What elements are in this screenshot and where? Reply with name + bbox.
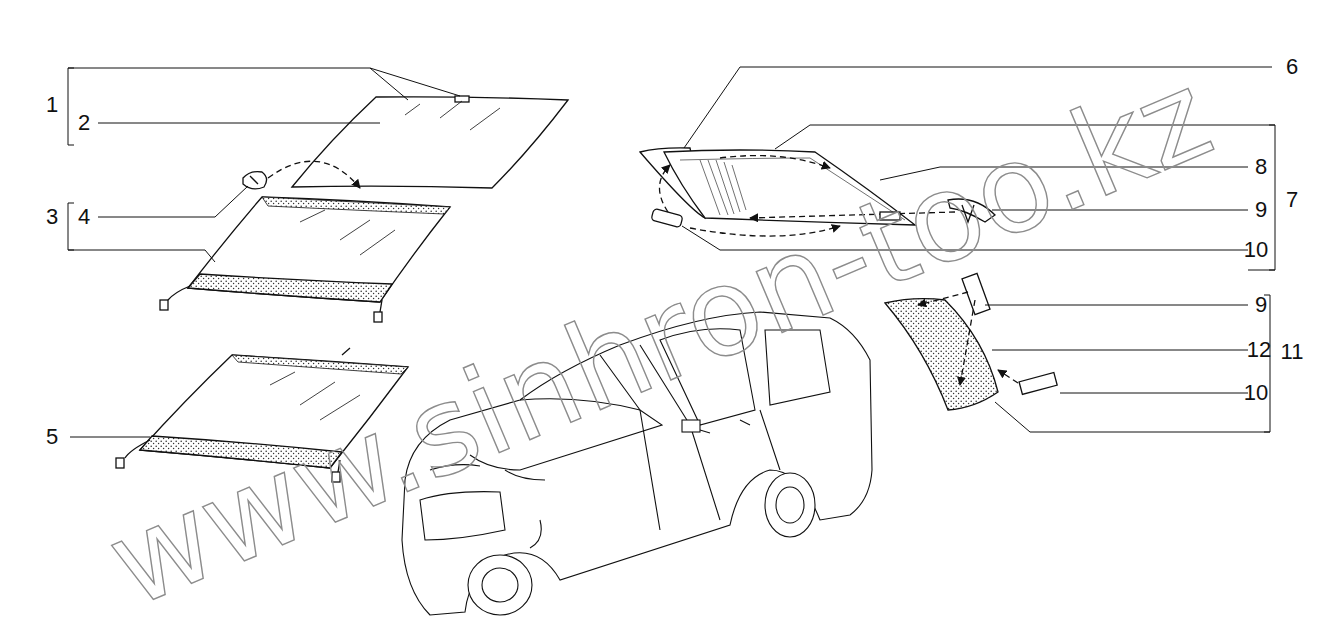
callout-number: 10	[1244, 382, 1268, 404]
callout-number: 6	[1286, 56, 1298, 78]
callout-number: 7	[1286, 189, 1298, 211]
callout-number: 4	[78, 206, 90, 228]
callout-number: 3	[46, 206, 58, 228]
callout-number: 10	[1244, 239, 1268, 261]
callout-number: 1	[46, 94, 58, 116]
callout-number: 2	[78, 112, 90, 134]
callout-number: 5	[46, 426, 58, 448]
callout-number: 8	[1255, 156, 1267, 178]
callout-number: 11	[1281, 341, 1304, 363]
callout-number: 9	[1255, 199, 1267, 221]
callout-number: 12	[1247, 339, 1271, 361]
callout-number: 9	[1255, 294, 1267, 316]
